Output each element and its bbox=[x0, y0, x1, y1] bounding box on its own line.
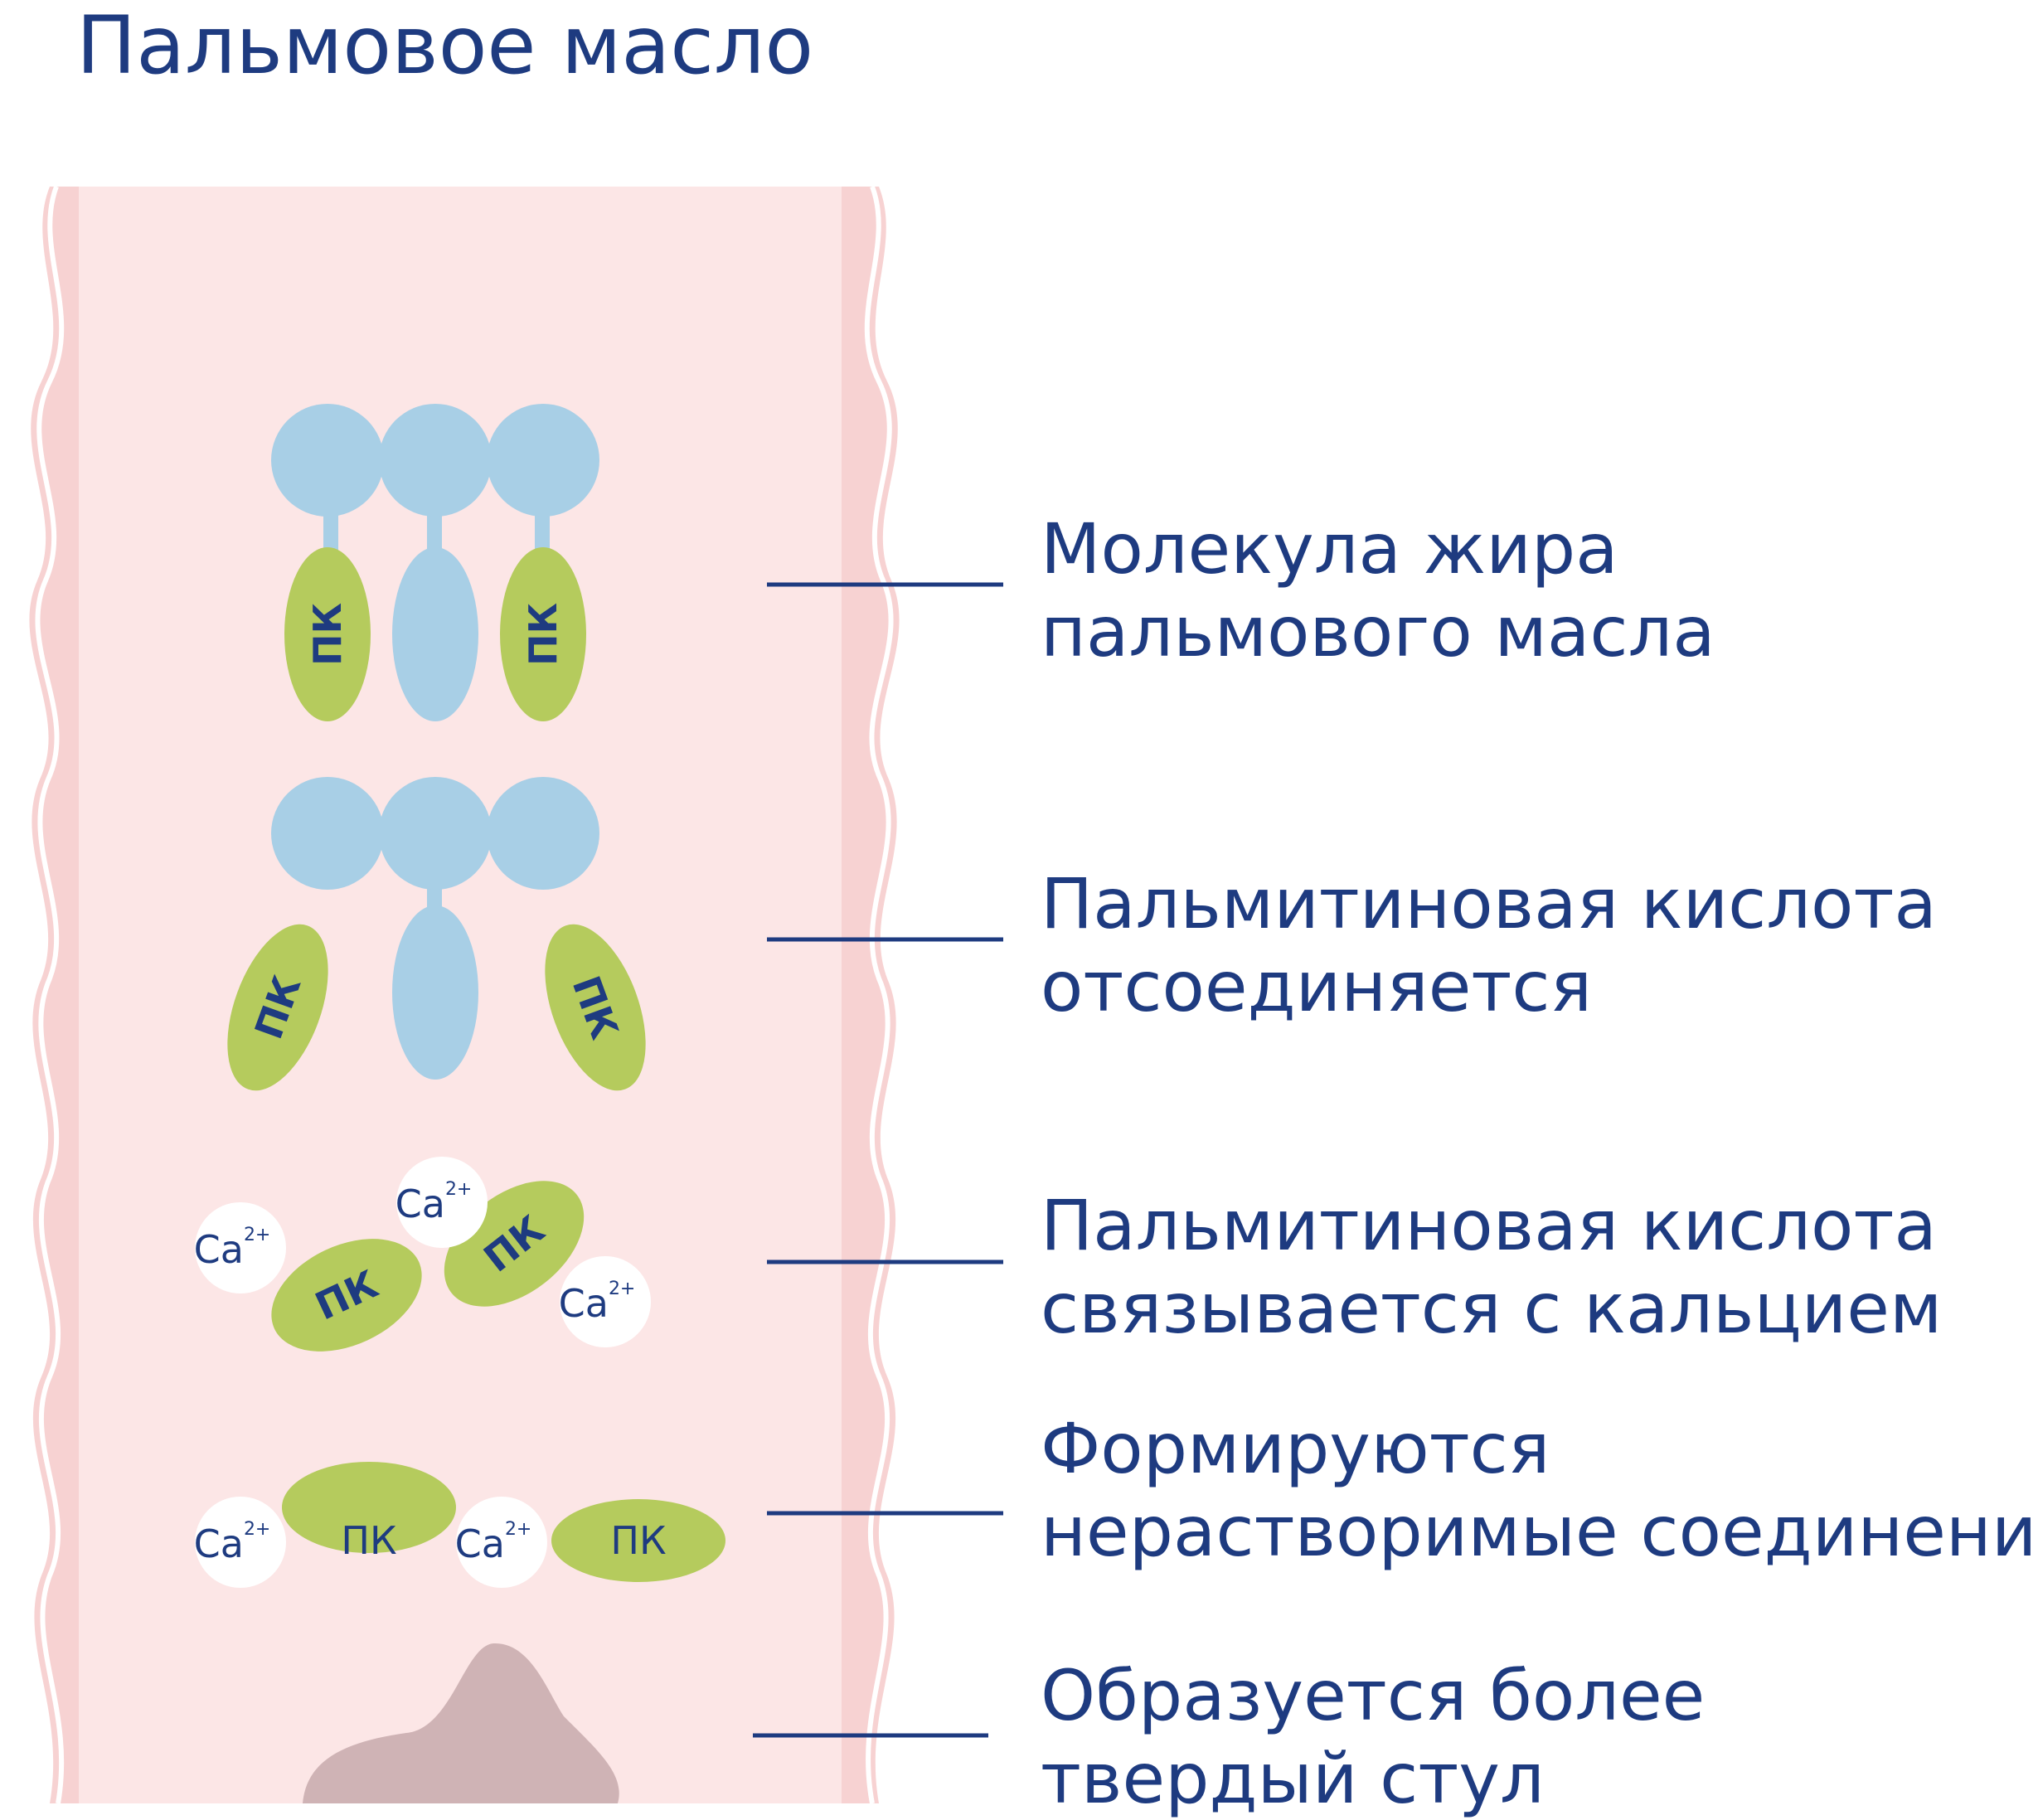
calcium-label: Ca2+ bbox=[194, 1225, 271, 1273]
step-caption-insoluble-compounds: Формируются нерастворимые соединения bbox=[1041, 1407, 2038, 1573]
glycerol-sphere bbox=[379, 777, 492, 890]
step-caption-detachment: Пальмитиновая кислота отсоединяется bbox=[1041, 862, 1937, 1028]
caption-line: твердый стул bbox=[1041, 1738, 1545, 1819]
glycerol-sphere bbox=[379, 404, 492, 517]
page-title: Пальмовое масло bbox=[76, 0, 814, 92]
fatty-acid-ellipse bbox=[551, 1499, 725, 1582]
caption-line: Формируются bbox=[1041, 1408, 1550, 1489]
step-caption-fat-molecule: Молекула жира пальмового масла bbox=[1041, 507, 1715, 673]
bond-stem bbox=[323, 506, 338, 556]
caption-line: Пальмитиновая кислота bbox=[1041, 863, 1937, 944]
calcium-binding: ПК ПК Ca2+ Ca2+ Ca2+ bbox=[194, 1157, 651, 1352]
fatty-acid-ellipse bbox=[284, 547, 371, 721]
leader-lines bbox=[753, 582, 1003, 1738]
calcium-ion bbox=[456, 1497, 547, 1588]
calcium-label: Ca2+ bbox=[559, 1279, 636, 1327]
calcium-label: Ca2+ bbox=[395, 1179, 473, 1227]
caption-line: Образуется более bbox=[1041, 1655, 1706, 1736]
calcium-ion bbox=[195, 1202, 286, 1293]
glycerol-sphere bbox=[271, 777, 384, 890]
caption-line: отсоединяется bbox=[1041, 946, 1593, 1027]
stool-shape bbox=[303, 1643, 619, 1803]
intestine-left-edge bbox=[35, 185, 65, 1804]
glycerol-sphere bbox=[487, 777, 599, 890]
bond-stem bbox=[535, 506, 550, 556]
calcium-label: Ca2+ bbox=[194, 1519, 271, 1567]
glycerol-tail bbox=[392, 905, 478, 1080]
step-caption-calcium-binding: Пальмитиновая кислота связывается с каль… bbox=[1041, 1184, 1942, 1350]
triglyceride-molecule: ПК ПК bbox=[271, 404, 599, 721]
glycerol-tail bbox=[392, 547, 478, 721]
fatty-acid-label: ПК bbox=[610, 1518, 666, 1563]
calcium-ion bbox=[396, 1157, 488, 1248]
detached-molecule: ПК ПК bbox=[227, 777, 646, 1091]
caption-line: связывается с кальцием bbox=[1041, 1268, 1943, 1349]
calcium-ion bbox=[195, 1497, 286, 1588]
calcium-ion bbox=[560, 1256, 651, 1347]
caption-line: нерастворимые соединения bbox=[1041, 1491, 2038, 1572]
glycerol-sphere bbox=[271, 404, 384, 517]
fatty-acid-ellipse bbox=[545, 924, 646, 1091]
calcium-label: Ca2+ bbox=[455, 1519, 532, 1567]
caption-line: Молекула жира bbox=[1041, 508, 1618, 590]
caption-line: Пальмитиновая кислота bbox=[1041, 1185, 1937, 1266]
fatty-acid-label: ПК bbox=[341, 1518, 396, 1563]
caption-line: пальмового масла bbox=[1041, 591, 1715, 672]
fatty-acid-ellipse bbox=[271, 1239, 422, 1352]
step-caption-firmer-stool: Образуется более твердый стул bbox=[1041, 1654, 1705, 1820]
insoluble-compounds: Ca2+ ПК Ca2+ ПК bbox=[194, 1462, 725, 1588]
fatty-acid-label: ПК bbox=[521, 603, 565, 666]
fatty-acid-ellipse bbox=[500, 547, 586, 721]
fatty-acid-ellipse bbox=[227, 924, 328, 1091]
glycerol-sphere bbox=[487, 404, 599, 517]
bond-stem bbox=[427, 506, 442, 556]
fatty-acid-label: ПК bbox=[305, 603, 350, 666]
intestine-right-edge bbox=[864, 185, 894, 1804]
fatty-acid-ellipse bbox=[282, 1462, 456, 1553]
